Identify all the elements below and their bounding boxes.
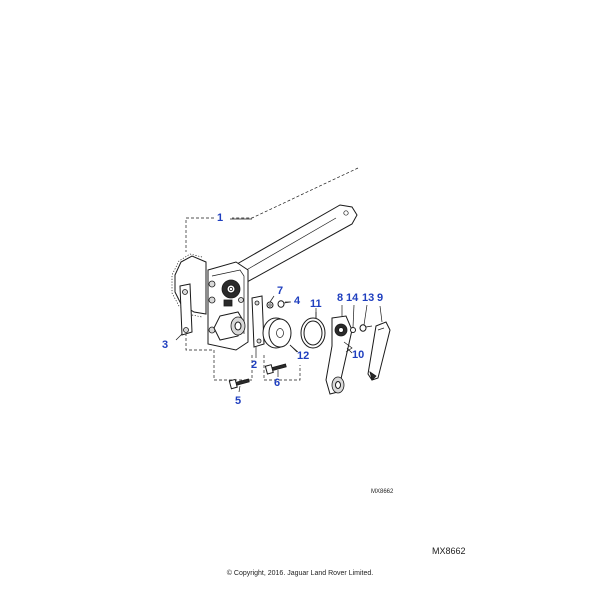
callout-8: 8 <box>337 292 344 304</box>
assembly-group-outline <box>185 167 359 381</box>
callout-4: 4 <box>294 295 301 307</box>
part-3-bracket <box>175 283 193 341</box>
part-7-washer <box>266 301 274 309</box>
callout-6: 6 <box>274 377 281 389</box>
copyright-notice: © Copyright, 2016. Jaguar Land Rover Lim… <box>226 570 374 577</box>
callout-2: 2 <box>251 359 258 371</box>
part-12-spacer <box>262 317 299 353</box>
regulator-arm <box>229 204 358 288</box>
callout-3: 3 <box>162 339 169 351</box>
callout-10: 10 <box>352 349 365 361</box>
leader-lines <box>230 218 383 393</box>
callout-11: 11 <box>310 298 322 310</box>
diagram-ref-code-large: MX8662 <box>432 546 466 556</box>
part-10-clip <box>343 341 353 353</box>
callout-5: 5 <box>235 395 242 407</box>
part-6-screw <box>264 363 287 375</box>
regulator-mechanism <box>207 261 249 351</box>
callout-9: 9 <box>377 292 384 304</box>
part-14-washer <box>350 327 356 333</box>
part-13-screw <box>359 324 373 332</box>
callout-13: 13 <box>362 292 375 304</box>
diagram-ref-code-small: MX8662 <box>371 489 394 495</box>
part-5-screw <box>228 378 250 390</box>
callout-12: 12 <box>297 350 310 362</box>
callout-1: 1 <box>217 212 224 224</box>
part-8-handle-base <box>325 315 353 395</box>
callout-14: 14 <box>346 292 359 304</box>
callout-7: 7 <box>277 285 284 297</box>
part-9-handle-cover <box>367 321 391 381</box>
part-11-ring <box>300 312 326 349</box>
part-2-plate <box>251 295 265 348</box>
